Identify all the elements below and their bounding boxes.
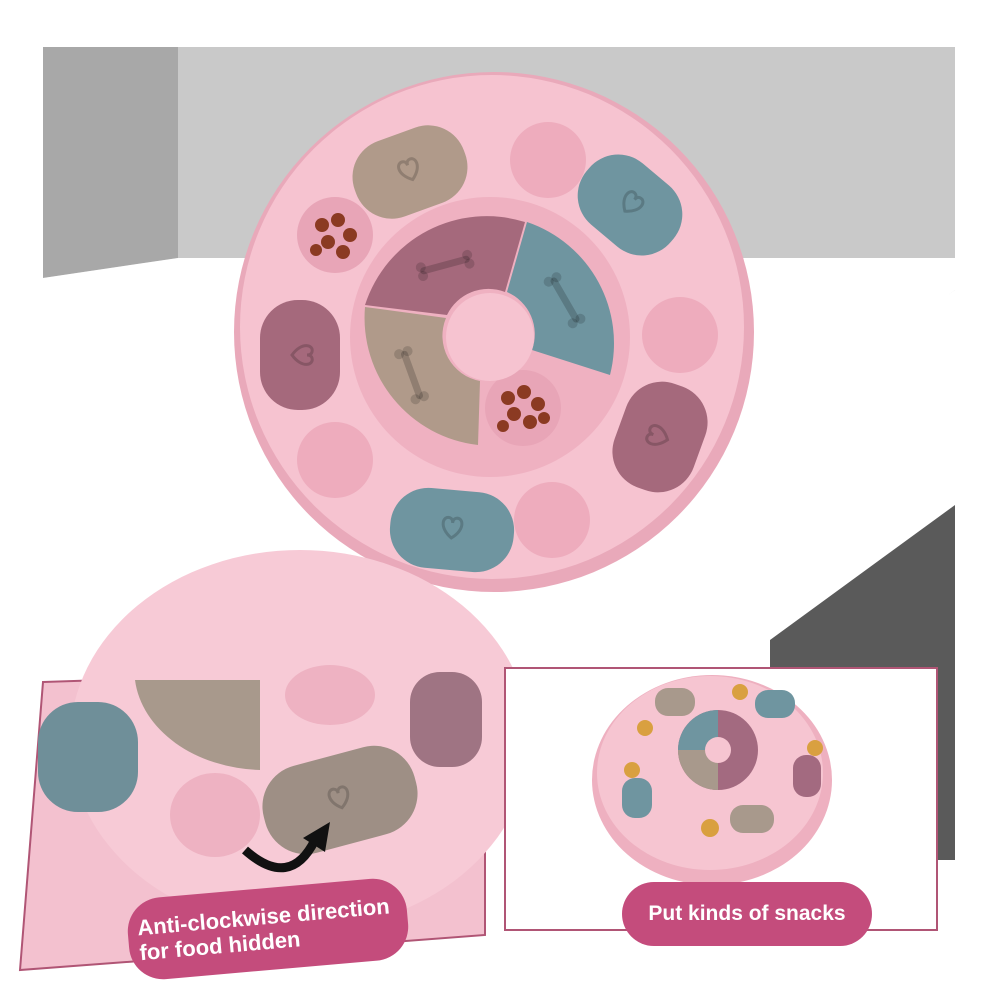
detail-panel-left bbox=[18, 550, 530, 972]
caption-snacks: Put kinds of snacks bbox=[622, 882, 872, 946]
puzzle-feeder bbox=[234, 72, 754, 592]
anticlockwise-arrow-icon bbox=[242, 837, 320, 873]
lid-blue bbox=[389, 487, 515, 573]
lid-mauve bbox=[260, 300, 340, 410]
empty-well bbox=[510, 122, 586, 198]
lid-blue bbox=[577, 154, 683, 256]
empty-well bbox=[297, 422, 373, 498]
lid-mauve bbox=[612, 381, 708, 493]
left-wall bbox=[43, 47, 178, 278]
lid-tan bbox=[352, 125, 468, 219]
dark-shadow bbox=[770, 505, 955, 860]
food-well bbox=[297, 197, 373, 273]
center-hole bbox=[446, 293, 534, 381]
inner-segment-tan bbox=[364, 307, 480, 445]
empty-well bbox=[514, 482, 590, 558]
food-well bbox=[485, 370, 561, 446]
empty-well bbox=[642, 297, 718, 373]
